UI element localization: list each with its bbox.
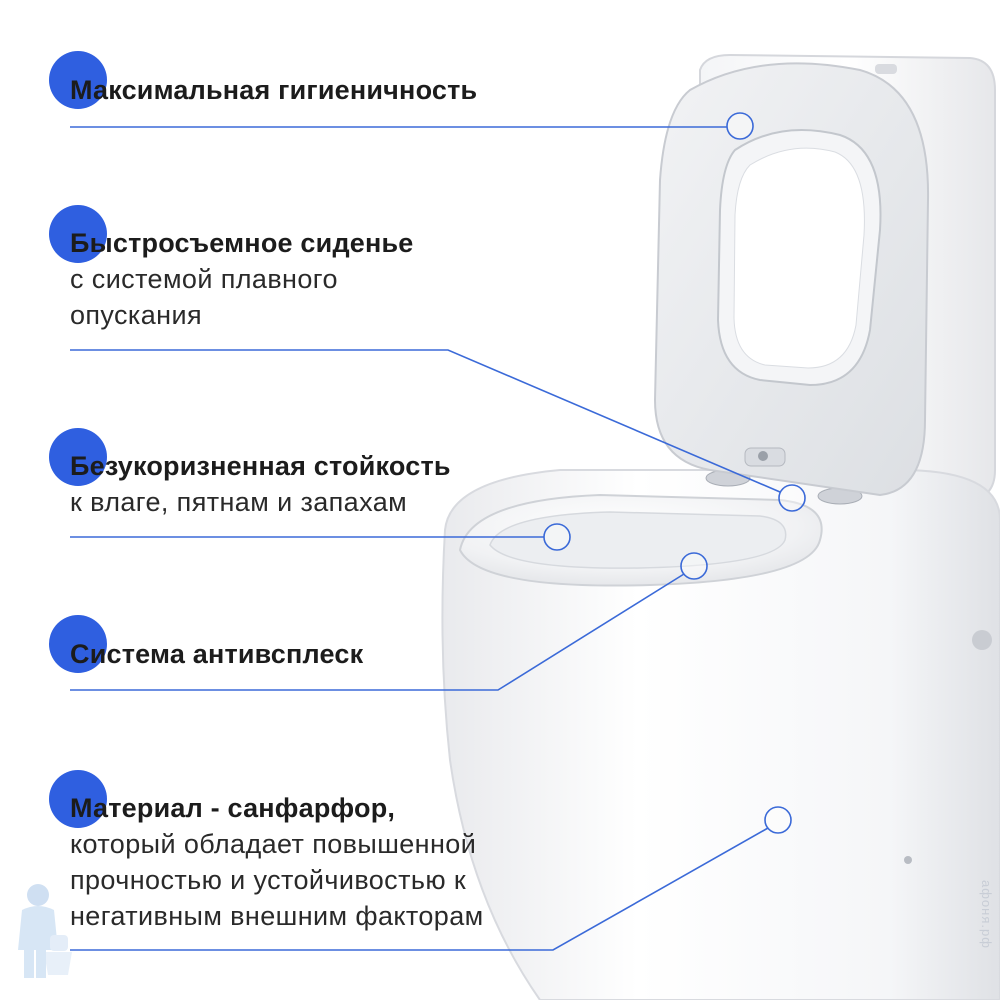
feature-desc-line: к влаге, пятнам и запахам [70, 487, 408, 517]
bullet-dot-5 [49, 770, 107, 828]
watermark-text: афоня.рф [979, 880, 994, 949]
callout-line-5 [70, 827, 769, 951]
callout-line-4 [70, 573, 685, 691]
toilet-body [441, 469, 1000, 1000]
callout-marker-3 [543, 523, 571, 551]
callout-line-2 [70, 349, 781, 493]
mascot-logo [18, 884, 72, 978]
feature-desc-line: опускания [70, 300, 202, 330]
feature-title: Быстросъемное сиденье [70, 228, 414, 258]
feature-title: Максимальная гигиеничность [70, 75, 478, 105]
feature-anti-splash: Система антивсплеск [70, 636, 363, 672]
feature-resistance: Безукоризненная стойкость к влаге, пятна… [70, 448, 451, 520]
feature-desc-line: негативным внешним факторам [70, 901, 484, 931]
toilet-seat-lid [653, 62, 930, 497]
feature-desc-line: с системой плавного [70, 264, 338, 294]
bullet-dot-3 [49, 428, 107, 486]
bullet-dot-1 [49, 51, 107, 109]
feature-desc-line: который обладает повышенной [70, 829, 477, 859]
feature-title: Материал - санфарфор, [70, 793, 396, 823]
feature-material: Материал - санфарфор, который обладает п… [70, 790, 484, 934]
feature-hygiene: Максимальная гигиеничность [70, 72, 477, 108]
feature-desc-line: прочностью и устойчивостью к [70, 865, 467, 895]
callout-marker-2 [778, 484, 806, 512]
bullet-dot-4 [49, 615, 107, 673]
callout-lines [70, 112, 806, 951]
callout-marker-1 [726, 112, 754, 140]
callout-marker-4 [680, 552, 708, 580]
feature-title: Безукоризненная стойкость [70, 451, 451, 481]
feature-quick-release-seat: Быстросъемное сиденье с системой плавног… [70, 225, 414, 333]
callout-marker-5 [764, 806, 792, 834]
feature-title: Система антивсплеск [70, 639, 364, 669]
bullet-dot-2 [49, 205, 107, 263]
